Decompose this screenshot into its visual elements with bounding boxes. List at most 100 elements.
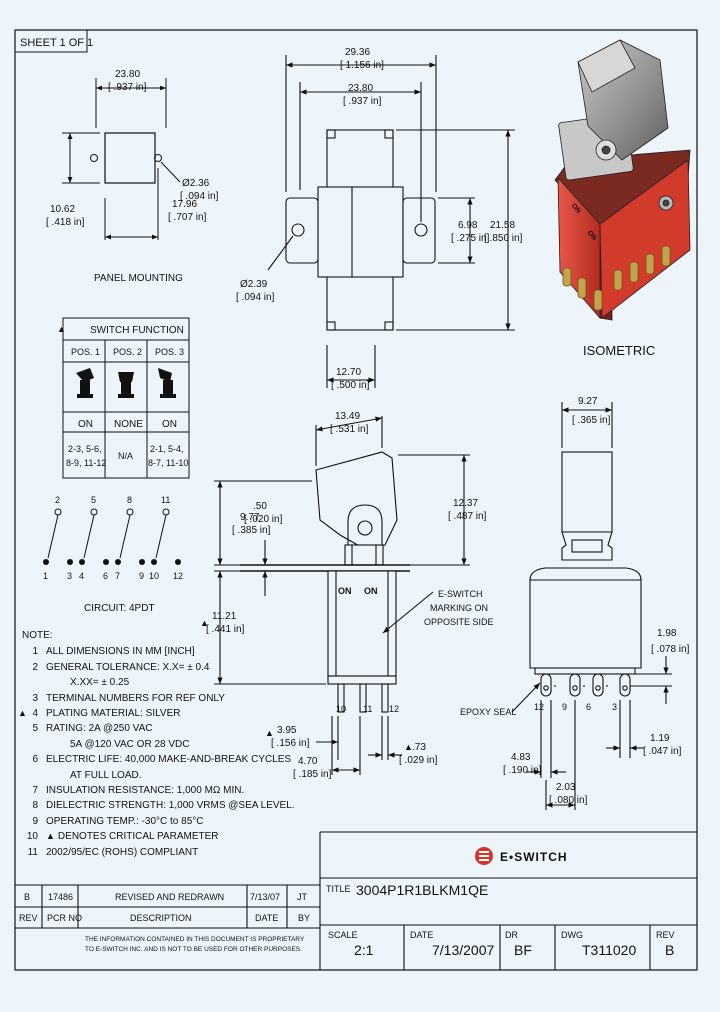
note-5-cont: 5A @120 VAC OR 28 VDC [70, 738, 190, 750]
end-pin-len-in: [ .078 in] [651, 644, 690, 655]
end-pitch2-in: [ .080 in] [549, 795, 588, 806]
side-top-in: [ .487 in] [448, 511, 487, 522]
side-term-11: 11 [363, 704, 372, 714]
rev-header-date: DATE [255, 913, 278, 923]
conn-pos3-line1: 2-1, 5-4, [150, 444, 184, 454]
circuit-bot-10: 10 [149, 571, 159, 581]
top-body-in: [ .937 in] [343, 96, 382, 107]
rocker-icon-pos1 [76, 368, 94, 398]
end-epoxy-label: EPOXY SEAL [460, 707, 516, 717]
state-pos2: NONE [114, 419, 143, 430]
circuit-bot-7: 7 [115, 571, 120, 581]
panel-hole-in: [ .094 in] [180, 191, 219, 202]
date-label: DATE [410, 930, 433, 940]
end-view [511, 402, 672, 810]
panel-spacing-in: [ .707 in] [168, 212, 207, 223]
rev-row-by: JT [297, 892, 308, 902]
critical-flag-note4: ▲ [18, 708, 27, 719]
conn-pos2: N/A [118, 451, 133, 461]
critical-flag-term: ▲ [404, 742, 413, 752]
panel-mounting-label: PANEL MOUNTING [94, 273, 183, 284]
side-view [214, 416, 470, 775]
top-height-mm: 21.58 [490, 220, 515, 231]
top-overall-in: [ 1.156 in] [340, 60, 384, 71]
rev-header-pcr: PCR NO [47, 913, 82, 923]
end-pitch2-mm: 2.03 [556, 782, 576, 793]
panel-width-mm: 23.80 [115, 69, 140, 80]
end-pitch-in: [ .190 in] [503, 765, 542, 776]
circuit-label: CIRCUIT: 4PDT [84, 603, 155, 614]
dwg-value: T311020 [582, 942, 636, 958]
end-width-mm: 9.27 [578, 396, 598, 407]
rev-row-date: 7/13/07 [250, 892, 280, 902]
circuit-bot-4: 4 [79, 571, 84, 581]
side-on-label-1: ON [338, 586, 352, 596]
circuit-bot-3: 3 [67, 571, 72, 581]
note-2-cont: X.XX= ± 0.25 [70, 677, 130, 689]
switch-function-title: SWITCH FUNCTION [90, 325, 184, 336]
dr-value: BF [514, 942, 532, 958]
top-base-mm: 12.70 [336, 367, 361, 378]
title-block [15, 831, 697, 970]
circuit-diagram [47, 508, 170, 559]
end-pitch-mm: 4.83 [511, 752, 531, 763]
end-width-in: [ .365 in] [572, 415, 611, 426]
end-term-3: 3 [612, 702, 617, 712]
end-term-6: 6 [586, 702, 591, 712]
conn-pos1-line2: 8-9, 11-12 [66, 458, 106, 468]
panel-height-in: [ .418 in] [46, 217, 85, 228]
side-pitch-mm: 4.70 [298, 756, 318, 767]
panel-width-in: [ .937 in] [108, 82, 147, 93]
side-body-mm: 11.21 [212, 611, 237, 622]
side-body-in: [ .441 in] [206, 624, 245, 635]
side-term-12: 12 [389, 704, 399, 714]
circuit-bot-9: 9 [139, 571, 144, 581]
top-body-mm: 23.80 [348, 83, 373, 94]
notes-heading: NOTE: [22, 630, 53, 641]
brand-name: E•SWITCH [500, 850, 568, 864]
circuit-terminals-bottom [43, 559, 181, 565]
side-on-label-2: ON [364, 586, 378, 596]
dr-label: DR [505, 930, 518, 940]
sheet-label: SHEET 1 OF 1 [20, 37, 93, 49]
side-marking-2: MARKING ON [430, 603, 488, 613]
circuit-top-2: 2 [55, 495, 60, 505]
critical-flag-body: ▲ [200, 618, 209, 628]
sheet-border [14, 29, 698, 971]
isometric-label: ISOMETRIC [583, 343, 655, 358]
top-hole-in: [ .094 in] [236, 292, 275, 303]
rev-row-desc: REVISED AND REDRAWN [115, 892, 224, 902]
side-rise-mm: 9.77 [240, 512, 260, 523]
side-marking-1: E-SWITCH [438, 589, 483, 599]
e-switch-logo [475, 847, 493, 865]
state-pos1: ON [78, 419, 93, 430]
side-rise-in: [ .385 in] [232, 525, 271, 536]
proprietary-line-1: THE INFORMATION CONTAINED IN THIS DOCUME… [85, 936, 305, 943]
header-pos1: POS. 1 [71, 347, 100, 357]
state-pos3: ON [162, 419, 177, 430]
title-label: TITLE [326, 884, 351, 894]
side-pitch-in: [ .185 in] [293, 769, 332, 780]
top-hole-pitch-mm: 6.98 [458, 220, 478, 231]
end-pin-w-mm: 1.19 [650, 733, 670, 744]
part-number: 3004P1R1BLKM1QE [356, 882, 488, 898]
side-term-thk-mm: .73 [412, 742, 426, 753]
circuit-top-11: 11 [161, 495, 170, 505]
rev-row-rev: B [24, 892, 30, 902]
panel-spacing-mm: 17.96 [172, 199, 197, 210]
top-base-in: [ .500 in] [331, 380, 370, 391]
critical-flag-stub: ▲ [265, 728, 274, 738]
scale-value: 2:1 [354, 942, 374, 958]
note-6-cont: AT FULL LOAD. [70, 769, 142, 781]
side-marking-3: OPPOSITE SIDE [424, 617, 494, 627]
side-actuator-in: [ .531 in] [330, 424, 369, 435]
circuit-top-5: 5 [91, 495, 96, 505]
